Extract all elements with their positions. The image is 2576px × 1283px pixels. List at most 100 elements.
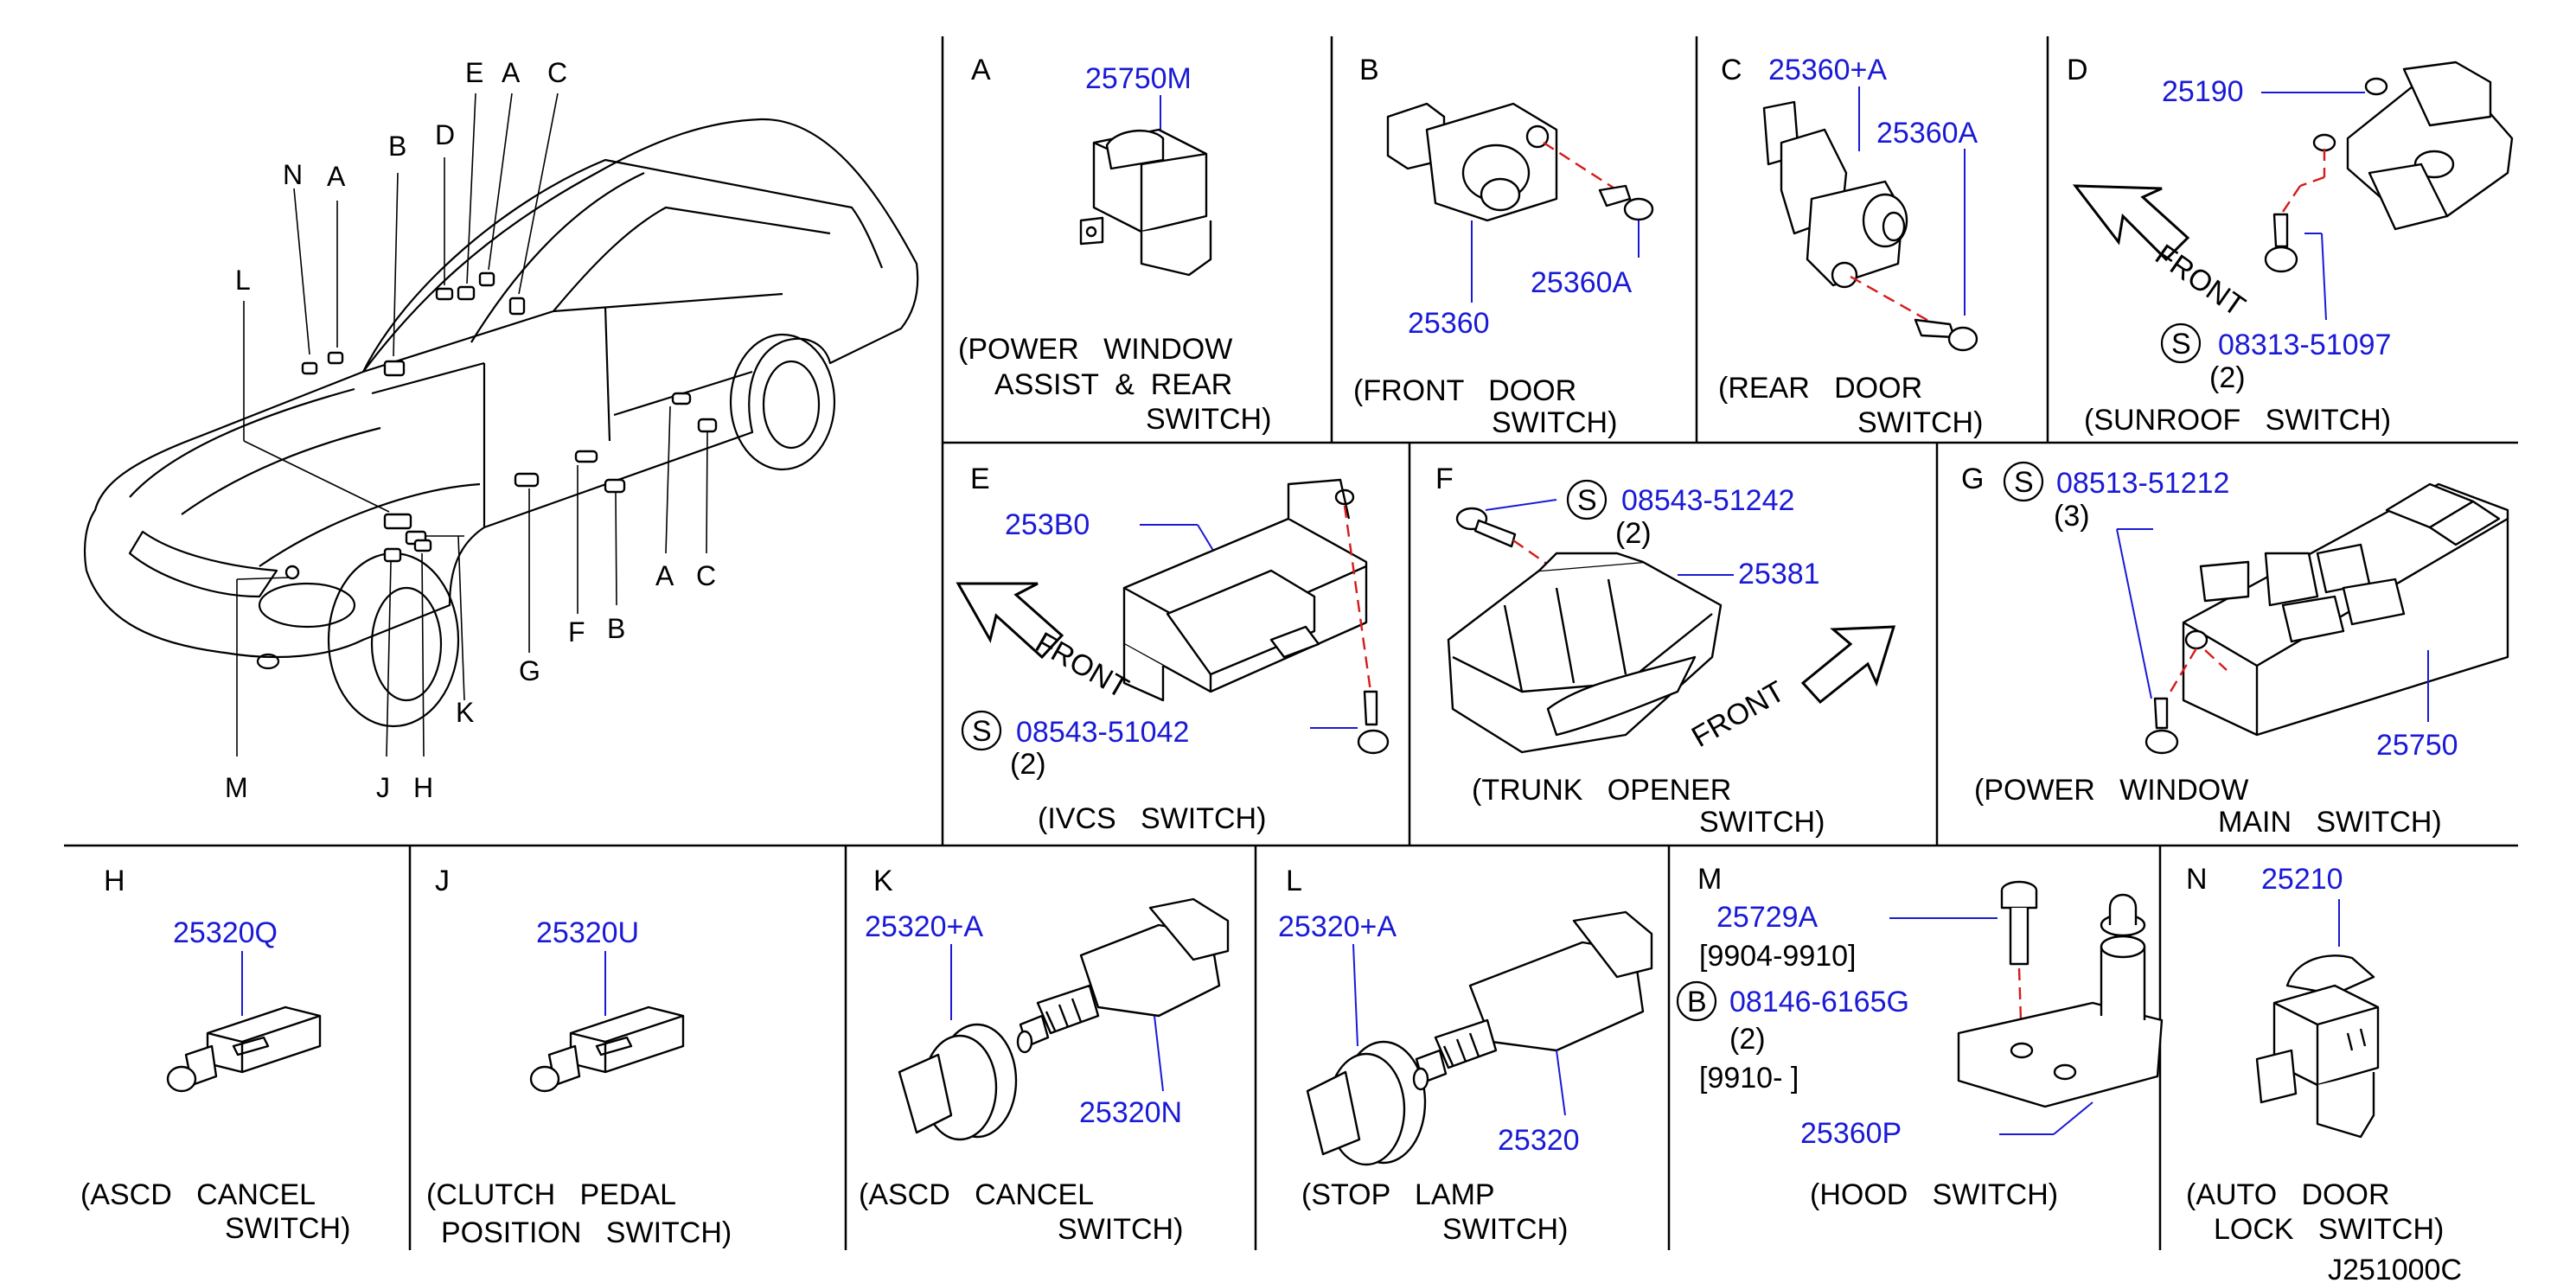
car-callout: F <box>568 616 585 648</box>
ascd-cancel-switch-body <box>1016 897 1230 1054</box>
car-callout: A <box>327 161 346 192</box>
fastener-number: 08543-51242 <box>1621 484 1794 517</box>
rear-door-switch <box>1762 100 1908 289</box>
part-number: 25360A <box>1531 266 1633 299</box>
panel-e: E 253B0 FRONT S 08543-51042 (2) (IVCS SW… <box>956 463 1390 835</box>
car-callout: E <box>465 57 483 88</box>
screw <box>2264 213 2298 273</box>
car-callout: J <box>376 772 390 803</box>
panel-caption: (REAR DOOR <box>1718 372 1922 405</box>
fastener-mark: S <box>2171 328 2191 361</box>
car-callout: D <box>435 119 455 150</box>
date-range: [9904-9910] <box>1699 940 1857 973</box>
auto-door-lock-switch <box>2255 954 2380 1139</box>
ivcs-switch-bracket <box>1122 478 1368 702</box>
car-callout: K <box>456 697 474 728</box>
panel-b: B 25360 25360A (FRONT DOOR SWITCH) <box>1353 54 1654 439</box>
car-callout: B <box>607 613 625 644</box>
car-overview: N A B D E A C L K M J H G F B A C <box>83 57 919 803</box>
car-callout: C <box>547 57 567 88</box>
panel-c: C 25360+A 25360A (REAR DOOR SWITCH) <box>1718 54 1983 439</box>
panel-letter: E <box>970 463 990 495</box>
direction-label: FRONT <box>2149 238 2251 322</box>
car-callout: C <box>696 560 716 591</box>
screw <box>1455 507 1517 548</box>
panel-letter: G <box>1961 463 1984 495</box>
panel-f: F S 08543-51242 (2) 25381 FRONT (TRUNK O… <box>1435 463 1896 839</box>
screw <box>1357 690 1390 755</box>
centerline <box>1343 505 1372 693</box>
fastener-number: 08513-51212 <box>2056 467 2229 500</box>
panel-caption: SWITCH) <box>1699 806 1825 839</box>
panel-caption: (ASCD CANCEL <box>80 1178 316 1211</box>
fastener-mark: S <box>1577 484 1597 517</box>
screw <box>1598 184 1654 221</box>
panel-g: G S 08513-51212 (3) 25750 (POWER WINDOW <box>1961 461 2509 839</box>
front-arrow: FRONT <box>1686 625 1896 754</box>
car-callout: L <box>235 265 251 296</box>
trunk-opener-switch <box>1447 552 1723 754</box>
panel-caption: (ASCD CANCEL <box>859 1178 1094 1211</box>
fastener-number: 08313-51097 <box>2218 329 2391 361</box>
fastener-number: 08543-51042 <box>1016 716 1189 749</box>
panel-letter: N <box>2186 863 2208 896</box>
panel-caption: MAIN SWITCH) <box>2218 806 2442 839</box>
part-number: 25750 <box>2376 729 2458 762</box>
part-number: 253B0 <box>1005 508 1090 541</box>
panel-caption: SWITCH) <box>1492 406 1617 439</box>
front-arrow: FRONT <box>2072 184 2251 323</box>
screw <box>1914 318 1978 352</box>
car-body-outline <box>83 118 919 659</box>
panel-caption: SWITCH) <box>225 1212 350 1245</box>
panel-caption: LOCK SWITCH) <box>2214 1213 2444 1246</box>
part-number: 25320Q <box>173 916 278 949</box>
power-window-main-switch <box>2182 482 2509 737</box>
panel-caption: (HOOD SWITCH) <box>1810 1178 2058 1211</box>
panel-caption: (IVCS SWITCH) <box>1038 802 1266 835</box>
fastener-qty: (2) <box>1010 748 1046 781</box>
car-callout: M <box>225 772 248 803</box>
sunroof-switch-bracket <box>2312 61 2514 231</box>
rear-wheel <box>729 333 836 471</box>
car-roof <box>362 158 884 373</box>
panel-j: J 25320U (CLUTCH PEDAL POSITION SWITCH) <box>426 865 732 1249</box>
panel-letter: D <box>2067 54 2088 86</box>
panel-caption: POSITION SWITCH) <box>441 1216 732 1249</box>
direction-label: FRONT <box>1030 626 1134 705</box>
panel-k: K 25320+A 25320N (ASCD CANCEL SWITCH) <box>859 865 1230 1246</box>
panel-a: A 25750M (POWER WINDOW ASSIST & REAR SWI… <box>958 54 1271 436</box>
panel-caption: SWITCH) <box>1442 1213 1568 1246</box>
ascd-cancel-switch <box>166 1005 322 1093</box>
car-callout: N <box>283 159 303 190</box>
part-number: 25360 <box>1408 307 1490 340</box>
panel-caption: (SUNROOF SWITCH) <box>2084 404 2391 437</box>
panel-caption: ASSIST & REAR <box>994 368 1232 401</box>
stop-lamp-switch-clip <box>1306 1040 1427 1166</box>
panel-letter: H <box>104 865 125 897</box>
diagram-code: J251000C <box>2328 1254 2462 1283</box>
panel-letter: F <box>1435 463 1454 495</box>
panel-caption: SWITCH) <box>1146 403 1271 436</box>
panel-caption: SWITCH) <box>1058 1213 1183 1246</box>
fastener-mark: S <box>2014 466 2034 499</box>
fastener-number: 08146-6165G <box>1729 986 1909 1018</box>
panel-letter: A <box>971 54 991 86</box>
clutch-pedal-position-switch <box>529 1005 685 1093</box>
part-number: 25320U <box>536 916 639 949</box>
fastener-mark: S <box>972 715 992 748</box>
part-number: 25729A <box>1716 901 1819 934</box>
fastener-mark: B <box>1687 986 1707 1018</box>
panel-caption: (AUTO DOOR <box>2186 1178 2390 1211</box>
car-callout: G <box>519 655 540 686</box>
panel-caption: (CLUTCH PEDAL <box>426 1178 676 1211</box>
panel-caption: (POWER WINDOW <box>958 333 1232 366</box>
hood-switch <box>1957 893 2164 1108</box>
panel-caption: (POWER WINDOW <box>1974 774 2248 807</box>
panel-l: L 25320+A 25320 (STOP LAMP SWITCH) <box>1278 865 1653 1246</box>
fastener-qty: (2) <box>1729 1023 1766 1056</box>
panel-caption: (FRONT DOOR <box>1353 374 1576 407</box>
date-range: [9910- ] <box>1699 1062 1799 1095</box>
part-number: 25320+A <box>1278 910 1397 943</box>
part-number: 25210 <box>2261 863 2343 896</box>
power-window-assist-switch <box>1079 128 1212 277</box>
